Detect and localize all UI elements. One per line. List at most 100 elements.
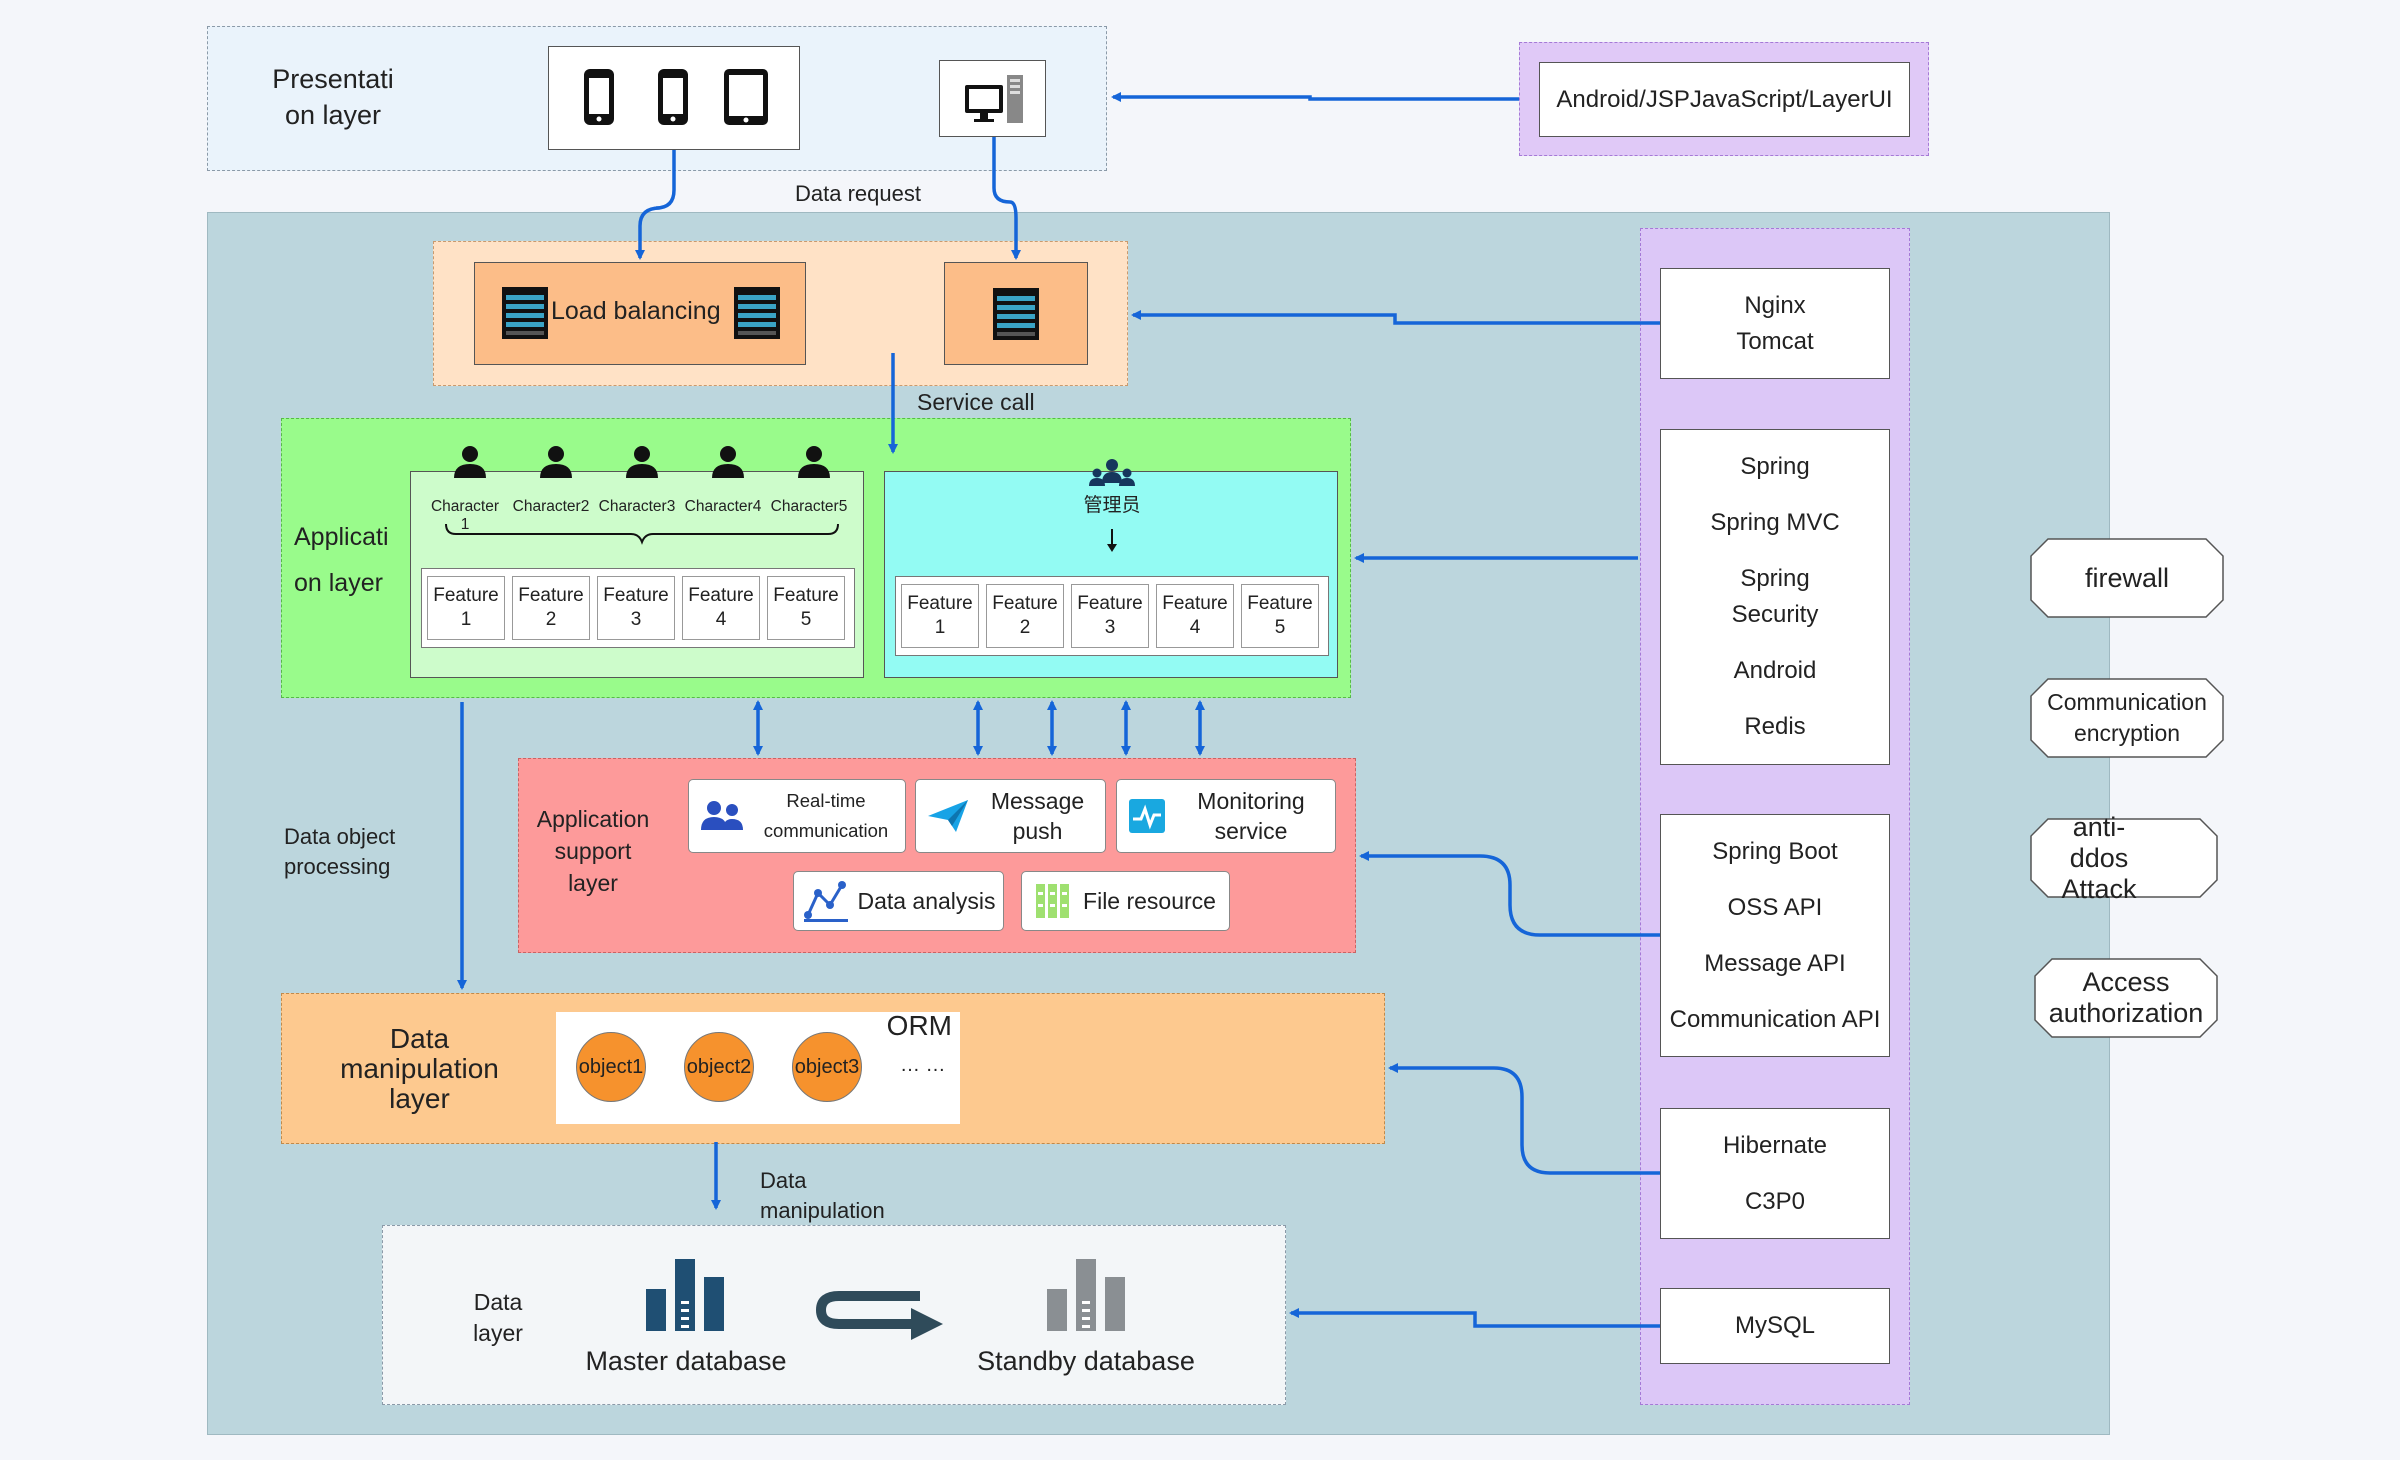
data-analysis: Data analysis [793,871,1004,931]
paper-plane-icon [928,800,968,832]
orm-object: object1 [576,1032,646,1102]
data-analysis-label: Data analysis [857,887,996,914]
admin-group-icon [1089,459,1135,486]
feature-box: Feature 4 [1156,584,1234,648]
load-balancing-box: Load balancing [474,262,806,365]
feature-box: Feature 2 [986,584,1064,648]
feature-row-right: Feature 1 Feature 2 Feature 3 Feature 4 … [895,576,1329,656]
feature-box: Feature 2 [512,576,590,640]
character-label: Character3 [598,498,676,515]
analytics-icon [804,881,848,922]
tech-orm: Hibernate C3P0 [1660,1108,1890,1239]
person-icon [454,446,486,478]
server-icon [502,287,548,339]
tech-item: Spring MVC [1710,509,1840,536]
tech-item: MySQL [1734,1312,1815,1339]
tech-web-server: Nginx Tomcat [1660,268,1890,379]
security-anti-ddos: anti-ddos Attack [2030,811,2218,904]
tech-item: Android [1733,657,1817,684]
tech-item: Message API [1704,949,1846,977]
load-balancing-label: Load balancing [551,297,721,325]
tablet-icon [724,69,768,125]
orm-more-ellipsis: … … [900,1054,946,1076]
phone-icon [584,69,614,125]
tech-item: Communication API [1669,1005,1881,1033]
security-label: Communication encryption [2047,689,2207,746]
orm-object: object3 [792,1032,862,1102]
person-icon [798,446,830,478]
feature-box: Feature 3 [597,576,675,640]
orm-object: object2 [684,1032,754,1102]
admin-label: 管理员 [1083,494,1141,516]
feature-box: Feature 1 [901,584,979,648]
server-box [944,262,1088,365]
character-label: Character4 [684,498,762,515]
orm-box: ORM object1 object2 object3 … … [556,1010,960,1124]
replication-arrow-icon [815,1291,943,1340]
badge-shape [2030,678,2224,758]
down-arrow-icon [1107,529,1117,552]
monitoring-service: Monitoring service [1116,779,1336,853]
tech-item: Spring Security [1731,565,1819,628]
support-layer-label: Application support layer [536,806,650,896]
server-icon [734,287,780,339]
tech-database: MySQL [1660,1288,1890,1364]
standby-database-label: Standby database [977,1346,1195,1376]
presentation-layer-label: Presentati on layer [272,64,394,130]
person-icon [626,446,658,478]
tech-item: Spring Boot [1712,837,1838,865]
security-firewall: firewall [2030,538,2224,618]
security-label: Access authorization [2048,967,2204,1028]
file-grid-icon [1036,884,1069,918]
feature-row-left: Feature 1 Feature 2 Feature 3 Feature 4 … [421,568,855,648]
tech-item: Tomcat [1736,327,1814,355]
tech-services: Spring Boot OSS API Message API Communic… [1660,814,1890,1057]
mobile-devices-icons [584,69,768,125]
realtime-label: Real-time communication [763,790,889,841]
feature-box: Feature 4 [682,576,760,640]
character-icons [445,446,839,545]
realtime-communication: Real-time communication [688,779,906,853]
edge-label-data-object-processing: Data object processing [284,824,396,879]
tech-item: OSS API [1727,893,1823,921]
character-panel: Character 1 Character2 Character3 Charac… [410,446,864,678]
feature-box: Feature 3 [1071,584,1149,648]
data-layer-label: Data layer [473,1289,523,1346]
tech-item: Redis [1744,713,1806,740]
character-label: Character2 [512,498,590,515]
badge-shape [2030,818,2218,898]
feature-box: Feature 1 [427,576,505,640]
grouping-brace [445,523,839,545]
file-resource-label: File resource [1083,887,1216,914]
feature-box: Feature 5 [767,576,845,640]
tech-item: Spring [1740,453,1810,480]
data-manipulation-layer-label: Data manipulation layer [340,1023,499,1114]
tech-framework: Spring Spring MVC Spring Security Androi… [1660,429,1890,765]
tech-item: Hibernate [1722,1131,1828,1159]
data-layer: Data layer Master database Standby datab… [382,1225,1286,1405]
tech-item: Nginx [1744,291,1806,319]
tech-item: C3P0 [1744,1187,1806,1215]
monitor-chart-icon [1129,799,1165,833]
edge-label-service-call: Service call [917,389,1035,415]
users-icon [701,801,743,830]
character-label: Character5 [770,498,848,515]
orm-label: ORM [886,1010,952,1041]
person-icon [712,446,744,478]
application-layer-label: Applicati on layer [294,523,389,597]
desktop-computer-icon [964,74,1023,123]
desktop-client [939,60,1046,137]
message-push: Message push [915,779,1106,853]
client-tech-box: Android/JSPJavaScript/LayerUI [1539,62,1910,137]
message-push-label: Message push [990,788,1085,844]
file-resource: File resource [1021,871,1230,931]
master-database-label: Master database [585,1346,787,1376]
edge-label-data-manipulation: Data manipulation [760,1168,885,1223]
badge-shape [2034,958,2218,1038]
arrow-client-tech [1111,92,1519,102]
security-label: firewall [2084,562,2170,593]
security-label: anti-ddos Attack [2061,811,2137,904]
mobile-devices [548,46,800,150]
badge-shape [2030,538,2224,618]
